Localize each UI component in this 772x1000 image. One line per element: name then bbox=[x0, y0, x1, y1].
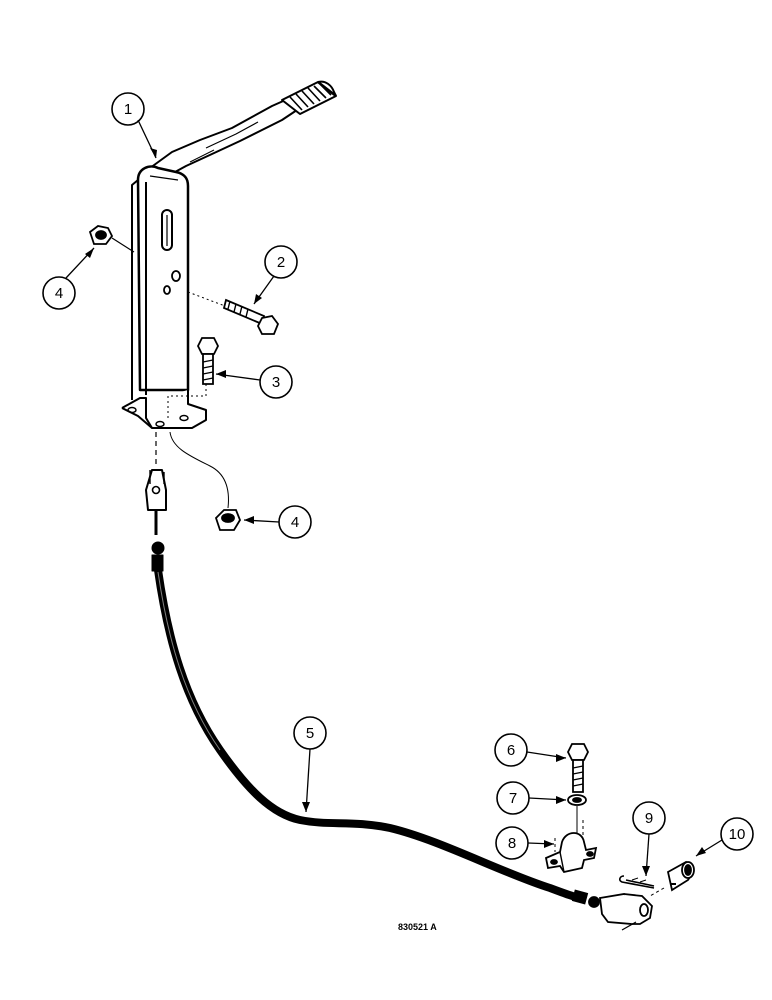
callout-10: 10 bbox=[695, 817, 754, 857]
nut-part-4-upper bbox=[88, 225, 135, 253]
callout-4-lower: 4 bbox=[243, 505, 312, 539]
clamp-part-8 bbox=[544, 820, 598, 874]
figure-id: 830521 A bbox=[398, 922, 437, 932]
callout-4-upper: 4 bbox=[42, 247, 95, 310]
bolt-part-6 bbox=[566, 743, 590, 793]
callout-3-label: 3 bbox=[272, 374, 280, 391]
callout-8: 8 bbox=[495, 826, 555, 860]
callout-2: 2 bbox=[253, 245, 298, 305]
callout-6: 6 bbox=[494, 733, 567, 767]
callout-8-label: 8 bbox=[508, 835, 516, 852]
callout-1: 1 bbox=[111, 92, 157, 159]
callout-5: 5 bbox=[293, 716, 327, 813]
bolt-part-2 bbox=[187, 291, 280, 335]
washer-part-7 bbox=[567, 794, 587, 838]
callout-10-label: 10 bbox=[729, 826, 746, 843]
callout-2-label: 2 bbox=[277, 254, 285, 271]
nut-part-4-lower bbox=[169, 431, 242, 531]
lever-bracket bbox=[121, 165, 207, 429]
callout-7-label: 7 bbox=[509, 790, 517, 807]
callout-4-upper-label: 4 bbox=[55, 285, 63, 302]
cable-end-fitting bbox=[571, 889, 653, 931]
lever-clevis bbox=[145, 469, 167, 572]
lever-handle bbox=[149, 80, 337, 179]
clevis-pin-part-10 bbox=[649, 860, 695, 897]
callout-9-label: 9 bbox=[645, 810, 653, 827]
callout-7: 7 bbox=[496, 781, 567, 815]
cotter-pin-part-9 bbox=[619, 875, 655, 889]
callout-6-label: 6 bbox=[507, 742, 515, 759]
brake-lever-assembly bbox=[121, 80, 337, 572]
callout-1-label: 1 bbox=[124, 101, 132, 118]
callout-4-lower-label: 4 bbox=[291, 514, 299, 531]
callout-9: 9 bbox=[632, 801, 666, 877]
callout-5-label: 5 bbox=[306, 725, 314, 742]
callout-3: 3 bbox=[215, 365, 293, 399]
bolt-part-3 bbox=[167, 337, 220, 420]
